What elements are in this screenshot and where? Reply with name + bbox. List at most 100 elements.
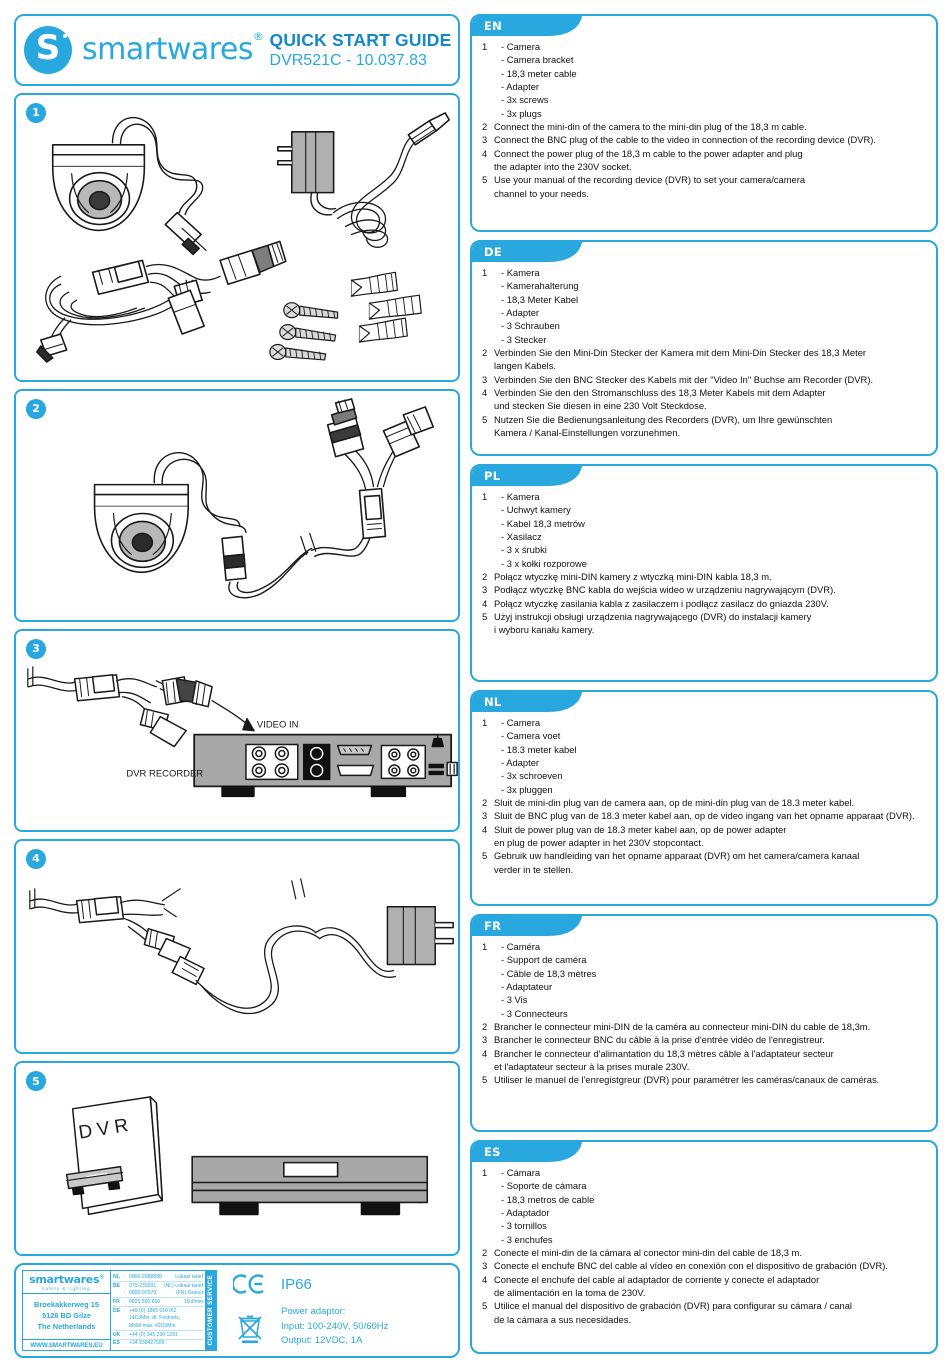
phone-note: 15ct/min	[183, 1298, 203, 1305]
phone-number: Mobil max. 42Ct/Min	[129, 1322, 176, 1329]
power-adapter-icon	[386, 905, 454, 966]
step-text: Sluit de mini-din plug van de camera aan…	[494, 796, 926, 809]
dvr-recorder-label: DVR RECORDER	[126, 768, 203, 779]
logo-dot	[63, 33, 67, 38]
step-text: - Caméra - Support de caméra - Câble de …	[494, 940, 926, 1020]
phone-number: 0825 560 650	[129, 1298, 161, 1305]
panel-3-dvr-connection: 3	[14, 628, 460, 832]
step-number: 1	[482, 267, 488, 278]
steps-list-es: 1 - Cámara - Soporte de cámara - 18,3 me…	[482, 1166, 926, 1326]
step-line: - 18,3 metros de cable	[501, 1193, 595, 1205]
phone-list: NL : 0900-2088888 Lokaal tarief BE : 070…	[111, 1271, 203, 1350]
step-item: 1 - Caméra - Support de caméra - Câble d…	[482, 940, 926, 1020]
step-line: - 3x plugs	[501, 107, 542, 119]
step-number: 5	[482, 413, 488, 425]
phone-separator: :	[124, 1298, 126, 1305]
step-text: Użyj instrukcji obsługi urządzenia nagry…	[494, 610, 926, 637]
address-line-2: 5126 BD Gilze	[42, 1311, 91, 1321]
step-line: - Adapter	[501, 307, 540, 319]
step-line: Brancher le connecteur d'alimantation du…	[494, 1047, 834, 1059]
step-number: 1	[482, 941, 488, 952]
phone-note: (FR) Gratuit	[176, 1290, 203, 1297]
panel-2-badge: 2	[26, 398, 46, 419]
panel-5-badge: 5	[26, 1071, 46, 1092]
phone-number: +49 (0) 1805 010762	[129, 1307, 177, 1314]
ce-ip-row: IP66	[233, 1273, 388, 1295]
language-tab-shape	[472, 466, 582, 486]
phone-country: NL	[113, 1273, 120, 1280]
step-line: Kamera / Kanal-Einstellungen vorzunehmen…	[494, 427, 681, 439]
step-text: Verbinden Sie den den Stromanschluss des…	[494, 386, 926, 413]
step-line: et l'adaptateur secteur à la prises mura…	[494, 1061, 690, 1073]
step-number: 4	[482, 597, 488, 609]
page-title: QUICK START GUIDE	[269, 29, 452, 50]
company-address-card: smartwares® safety & lighting Broekakker…	[22, 1270, 217, 1352]
step-number: 2	[482, 347, 488, 359]
step-line: - 3 x śrubki	[501, 544, 547, 556]
brand-wordmark: smartwares®	[82, 30, 270, 67]
step-line: - Kabel 18,3 metrów	[501, 517, 585, 529]
step-number: 3	[482, 1034, 488, 1046]
step-text: Połącz wtyczkę zasilania kabla z zasilac…	[494, 597, 926, 610]
step-text: Use your manual of the recording device …	[494, 173, 926, 200]
footer-tagline: safety & lighting	[23, 1286, 110, 1294]
step-line: Sluit de mini-din plug van de camera aan…	[494, 797, 855, 809]
step-text: Sluit de power plug van de 18.3 meter ka…	[494, 823, 926, 850]
panel-3-badge: 3	[26, 638, 46, 659]
step-text: Connect the power plug of the 18,3 m cab…	[494, 147, 926, 174]
ce-mark-icon	[233, 1274, 264, 1294]
language-code: PL	[484, 468, 501, 483]
phone-country: BE	[113, 1282, 121, 1289]
step-number: 3	[482, 373, 488, 385]
step-line: - Adapter	[501, 81, 540, 93]
power-adaptor-spec: Power adaptor: Input: 100-240V, 50/60Hz …	[281, 1305, 388, 1348]
step-line: - Camera	[501, 717, 541, 728]
step-item: 4 Połącz wtyczkę zasilania kabla z zasila…	[482, 597, 926, 610]
step-number: 4	[482, 147, 488, 159]
step-text: Conecte el enchufe del cable al adaptado…	[494, 1273, 926, 1300]
step-text: Połącz wtyczkę mini-DIN kamery z wtyczką…	[494, 570, 926, 583]
language-tab-de: DE	[472, 242, 592, 261]
company-website: WWW.SMARTWARES.EU	[23, 1339, 110, 1350]
step-line: - Uchwyt kamery	[501, 504, 571, 516]
panel-3-illustration: VIDEO IN DVR RECORDER	[27, 665, 458, 797]
adaptor-output: Output: 12VDC, 1A	[281, 1334, 363, 1346]
company-address: Broekakkerweg 15 5126 BD Gilze The Nethe…	[23, 1294, 110, 1339]
step-text: Verbinden Sie den BNC Stecker des Kabels…	[494, 373, 926, 386]
step-line: - 3 Schrauben	[501, 320, 560, 332]
step-line: - Camera	[501, 41, 541, 52]
step-line: - Caméra	[501, 941, 541, 952]
step-line: - Camera bracket	[501, 54, 574, 66]
step-line: verder in te stellen.	[494, 863, 574, 875]
step-text: Conecte el enchufe BNC del cable al víde…	[494, 1259, 926, 1272]
smartwares-logo-icon: S	[24, 25, 72, 74]
language-tab-pl: PL	[472, 466, 592, 485]
step-text: Brancher le connecteur d'alimantation du…	[494, 1047, 926, 1074]
step-line: Brancher le connecteur mini-DIN de la ca…	[494, 1021, 871, 1033]
step-text: Sluit de BNC plug van de 18.3 meter kabe…	[494, 809, 926, 822]
language-tab-shape	[472, 16, 582, 36]
step-line: Conecte el enchufe BNC del cable al víde…	[494, 1260, 888, 1272]
brand-header: S smartwares® QUICK START GUIDE DVR521C …	[14, 14, 460, 86]
step-line: Połącz wtyczkę mini-DIN kamery z wtyczką…	[494, 571, 772, 583]
language-tab-shape	[472, 692, 582, 712]
step-number: 2	[482, 571, 488, 583]
step-line: i wyboru kanału kamery.	[494, 624, 595, 636]
step-text: Connect the mini-din of the camera to th…	[494, 120, 926, 133]
phone-country: FR	[113, 1298, 120, 1305]
step-number: 5	[482, 850, 488, 862]
customer-service-label: CUSTOMER SERVICE	[207, 1275, 214, 1346]
step-line: - Support de caméra	[501, 954, 587, 966]
model-number: DVR521C - 10.037.83	[269, 51, 427, 69]
language-block-en: EN 1 - Camera - Camera bracket - 18,3 me…	[470, 14, 938, 232]
step-line: - 18,3 meter cable	[501, 67, 577, 79]
panel-1-parts: 1	[14, 92, 460, 382]
dvr-unit-icon	[191, 1155, 429, 1216]
language-tab-shape	[472, 916, 582, 936]
